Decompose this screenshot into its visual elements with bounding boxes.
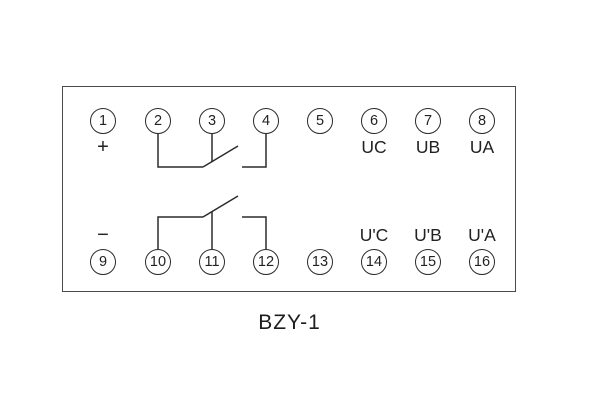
terminal-14-label: U'C — [359, 225, 389, 245]
terminal-5: 5 — [307, 108, 333, 134]
terminal-9: 9 — [90, 249, 116, 275]
model-caption: BZY-1 — [258, 311, 321, 334]
terminal-7: 7 — [415, 108, 441, 134]
terminal-15: 15 — [415, 249, 441, 275]
terminal-8-label: UA — [469, 137, 495, 157]
terminal-11: 11 — [199, 249, 225, 275]
terminal-1: 1 — [90, 108, 116, 134]
terminal-1-label: + — [97, 136, 109, 158]
top-contact-line-from-2 — [157, 134, 203, 168]
terminal-9-label: − — [97, 224, 109, 246]
terminal-3: 3 — [199, 108, 225, 134]
terminal-15-label: U'B — [414, 225, 442, 245]
terminal-6-label: UC — [361, 137, 387, 157]
terminal-12: 12 — [253, 249, 279, 275]
bottom-contact-blade — [202, 195, 239, 218]
terminal-10: 10 — [145, 249, 171, 275]
bottom-contact-line-from-10 — [157, 216, 203, 249]
bottom-contact-line-from-12 — [242, 216, 267, 249]
terminal-16: 16 — [469, 249, 495, 275]
top-contact-line-from-4 — [242, 134, 267, 168]
terminal-6: 6 — [361, 108, 387, 134]
terminal-14: 14 — [361, 249, 387, 275]
terminal-7-label: UB — [415, 137, 441, 157]
terminal-13: 13 — [307, 249, 333, 275]
terminal-4: 4 — [253, 108, 279, 134]
terminal-box-outline — [62, 86, 516, 292]
terminal-8: 8 — [469, 108, 495, 134]
terminal-2: 2 — [145, 108, 171, 134]
top-contact-blade — [202, 145, 239, 168]
terminal-16-label: U'A — [468, 225, 496, 245]
